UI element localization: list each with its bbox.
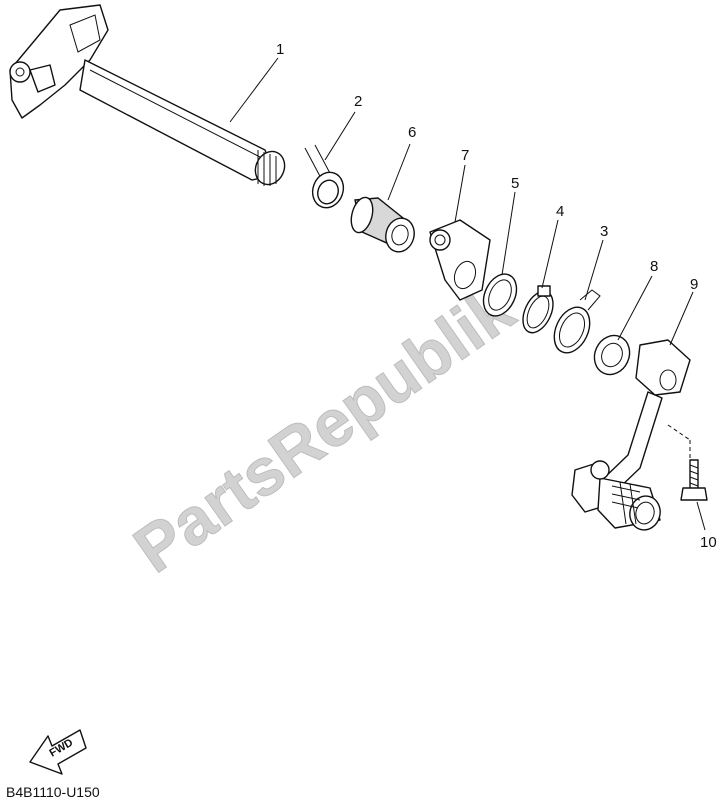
callout-5: 5	[511, 175, 519, 192]
callout-10: 10	[700, 534, 717, 551]
part-6-collar[interactable]	[348, 195, 418, 255]
callout-3: 3	[600, 223, 608, 240]
part-3-return-spring[interactable]	[547, 289, 601, 359]
part-2-spring[interactable]	[304, 144, 348, 212]
part-9-shift-pedal[interactable]	[571, 339, 691, 533]
part-1-shift-shaft[interactable]	[9, 4, 290, 189]
part-8-washer[interactable]	[588, 330, 636, 381]
callout-1: 1	[276, 41, 284, 58]
callout-2: 2	[354, 93, 362, 110]
watermark: PartsRepublik	[121, 271, 527, 586]
leader-lines	[229, 57, 706, 531]
callout-4: 4	[556, 203, 564, 220]
part-7-lever-plate[interactable]	[429, 219, 491, 301]
diagram-code: B4B1110-U150	[6, 784, 100, 800]
callout-8: 8	[650, 258, 658, 275]
part-10-bolt[interactable]	[667, 424, 708, 501]
callout-9: 9	[690, 276, 698, 293]
part-4-circlip[interactable]	[517, 285, 559, 337]
callout-7: 7	[461, 147, 469, 164]
part-5-washer[interactable]	[477, 269, 523, 322]
callout-6: 6	[408, 124, 416, 141]
fwd-arrow-icon: FWD	[29, 729, 87, 775]
